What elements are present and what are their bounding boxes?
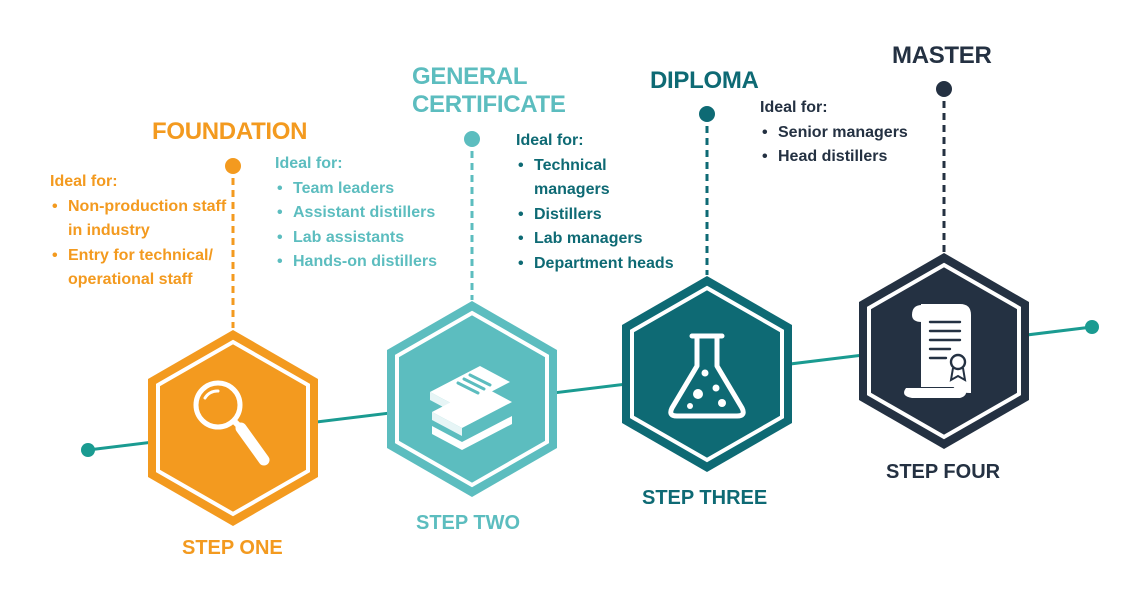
books-icon — [430, 366, 512, 450]
general-certificate-title: GENERAL CERTIFICATE — [412, 63, 566, 118]
ideal-for-label: Ideal for: — [516, 132, 584, 149]
flask-icon — [668, 333, 746, 419]
list-item: Entry for technical/ operational staff — [50, 244, 230, 293]
ideal-for-label: Ideal for: — [275, 155, 343, 172]
diploma-audience-list: Technical managers Distillers Lab manage… — [516, 154, 702, 277]
ideal-for-label: Ideal for: — [50, 173, 118, 190]
list-item: Hands-on distillers — [275, 250, 475, 275]
master-title: MASTER — [892, 42, 992, 69]
list-item: Distillers — [516, 203, 702, 228]
certificate-scroll-icon — [904, 304, 971, 398]
step-four-label: STEP FOUR — [886, 461, 1001, 483]
connector-foundation-dot — [225, 158, 241, 174]
step-three-label: STEP THREE — [642, 487, 768, 509]
foundation-audience-list: Non-production staff in industry Entry f… — [50, 195, 230, 293]
step-two-hexagon — [387, 301, 557, 497]
magnifying-glass-icon — [193, 380, 270, 466]
timeline-start-dot — [81, 443, 95, 457]
diploma-title: DIPLOMA — [650, 67, 759, 94]
connector-master-dot — [936, 81, 952, 97]
diploma-ideal-for: Ideal for: Technical managers Distillers… — [516, 129, 702, 277]
list-item: Lab managers — [516, 227, 702, 252]
list-item: Non-production staff in industry — [50, 195, 230, 244]
connector-diploma-dot — [699, 106, 715, 122]
connector-general-certificate-dot — [464, 131, 480, 147]
list-item: Department heads — [516, 252, 702, 277]
step-three-hexagon — [622, 276, 792, 472]
timeline-end-dot — [1085, 320, 1099, 334]
step-two-label: STEP TWO — [416, 512, 521, 534]
list-item: Assistant distillers — [275, 201, 475, 226]
master-audience-list: Senior managers Head distillers — [760, 121, 950, 170]
list-item: Head distillers — [760, 145, 950, 170]
foundation-title: FOUNDATION — [152, 118, 308, 145]
step-one-label: STEP ONE — [182, 537, 283, 559]
general-certificate-audience-list: Team leaders Assistant distillers Lab as… — [275, 177, 475, 275]
list-item: Senior managers — [760, 121, 950, 146]
list-item: Lab assistants — [275, 226, 475, 251]
general-certificate-ideal-for: Ideal for: Team leaders Assistant distil… — [275, 152, 475, 275]
master-ideal-for: Ideal for: Senior managers Head distille… — [760, 96, 950, 170]
step-four-hexagon — [859, 253, 1029, 449]
foundation-ideal-for: Ideal for: Non-production staff in indus… — [50, 170, 230, 293]
list-item: Team leaders — [275, 177, 475, 202]
ideal-for-label: Ideal for: — [760, 99, 828, 116]
step-one-hexagon — [148, 330, 318, 526]
list-item: Technical managers — [516, 154, 634, 203]
